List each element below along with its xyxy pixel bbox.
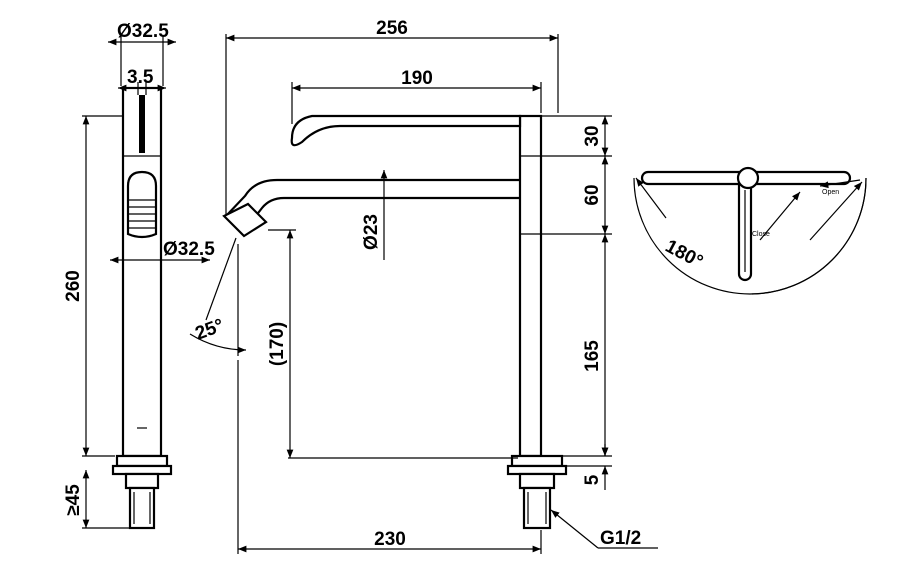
- front-spout: [225, 178, 520, 217]
- front-spout-height: (170): [267, 322, 288, 366]
- side-total-height: 260: [63, 270, 84, 302]
- side-base: [115, 454, 169, 468]
- side-handle: [139, 95, 145, 153]
- front-spout-diameter: Ø23: [361, 214, 382, 250]
- side-min-thread: ≥45: [63, 484, 84, 516]
- side-outlet: [126, 170, 158, 239]
- front-view: 256 190 Ø23 25° (170) 30 60 165 5: [189, 18, 658, 554]
- front-overall-width: 256: [376, 18, 408, 39]
- top-pivot: [736, 166, 760, 190]
- front-handle: [290, 114, 522, 147]
- front-handle-length: 190: [401, 68, 433, 89]
- top-close-label: Close: [752, 231, 770, 238]
- front-dim-30: 30: [582, 125, 603, 146]
- top-view: 180° Open Close: [633, 166, 867, 295]
- top-open-label: Open: [822, 189, 839, 196]
- front-dim-60: 60: [582, 184, 603, 205]
- front-base: [510, 454, 564, 468]
- front-spout-angle: 25°: [193, 315, 227, 345]
- side-top-diameter: Ø32.5: [117, 21, 169, 42]
- front-thread: G1/2: [600, 528, 641, 549]
- side-body-diameter: Ø32.5: [163, 239, 215, 260]
- top-rotation: 180°: [662, 236, 707, 273]
- front-base-width: 230: [374, 529, 406, 550]
- side-handle-width: 3.5: [127, 67, 154, 88]
- front-dim-165: 165: [582, 340, 603, 372]
- front-dim-5: 5: [582, 474, 603, 485]
- side-view: Ø32.5 3.5 Ø32.5 260 ≥45: [63, 21, 215, 530]
- front-column: [518, 114, 543, 458]
- side-shank: [124, 472, 160, 490]
- front-outlet: [222, 202, 268, 238]
